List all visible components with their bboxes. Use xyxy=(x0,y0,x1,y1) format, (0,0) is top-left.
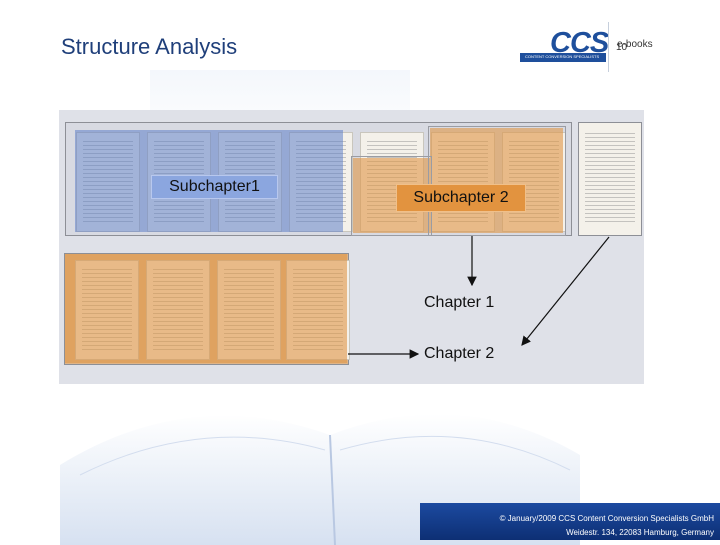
header-divider xyxy=(608,22,609,72)
logo-tagline: CONTENT CONVERSION SPECIALISTS xyxy=(525,54,600,59)
footer-banner: © January/2009 CCS Content Conversion Sp… xyxy=(420,503,720,540)
chapter2-start-page xyxy=(578,122,642,236)
subchapter2-label: Subchapter 2 xyxy=(396,184,526,212)
logo-bar xyxy=(520,53,606,62)
footer-copyright: © January/2009 CCS Content Conversion Sp… xyxy=(499,514,714,523)
slide-title: Structure Analysis xyxy=(61,34,238,59)
chapter2-label: Chapter 2 xyxy=(424,345,495,362)
subchapter1-label: Subchapter1 xyxy=(151,175,278,199)
arrow-page-to-chapter2 xyxy=(521,236,610,346)
chapter2-highlight xyxy=(65,254,347,363)
ccs-logo: CCS CONTENT CONVERSION SPECIALISTS xyxy=(520,27,609,64)
subchapter2-highlight xyxy=(430,128,563,233)
slide-number: 10 xyxy=(616,42,628,53)
chapter1-label: Chapter 1 xyxy=(424,294,495,311)
footer-address: Weidestr. 134, 22083 Hamburg, Germany xyxy=(566,528,714,537)
logo-text: CCS xyxy=(550,27,609,59)
topic-label: e-books xyxy=(617,39,653,50)
subchapter2-outline xyxy=(428,126,566,236)
